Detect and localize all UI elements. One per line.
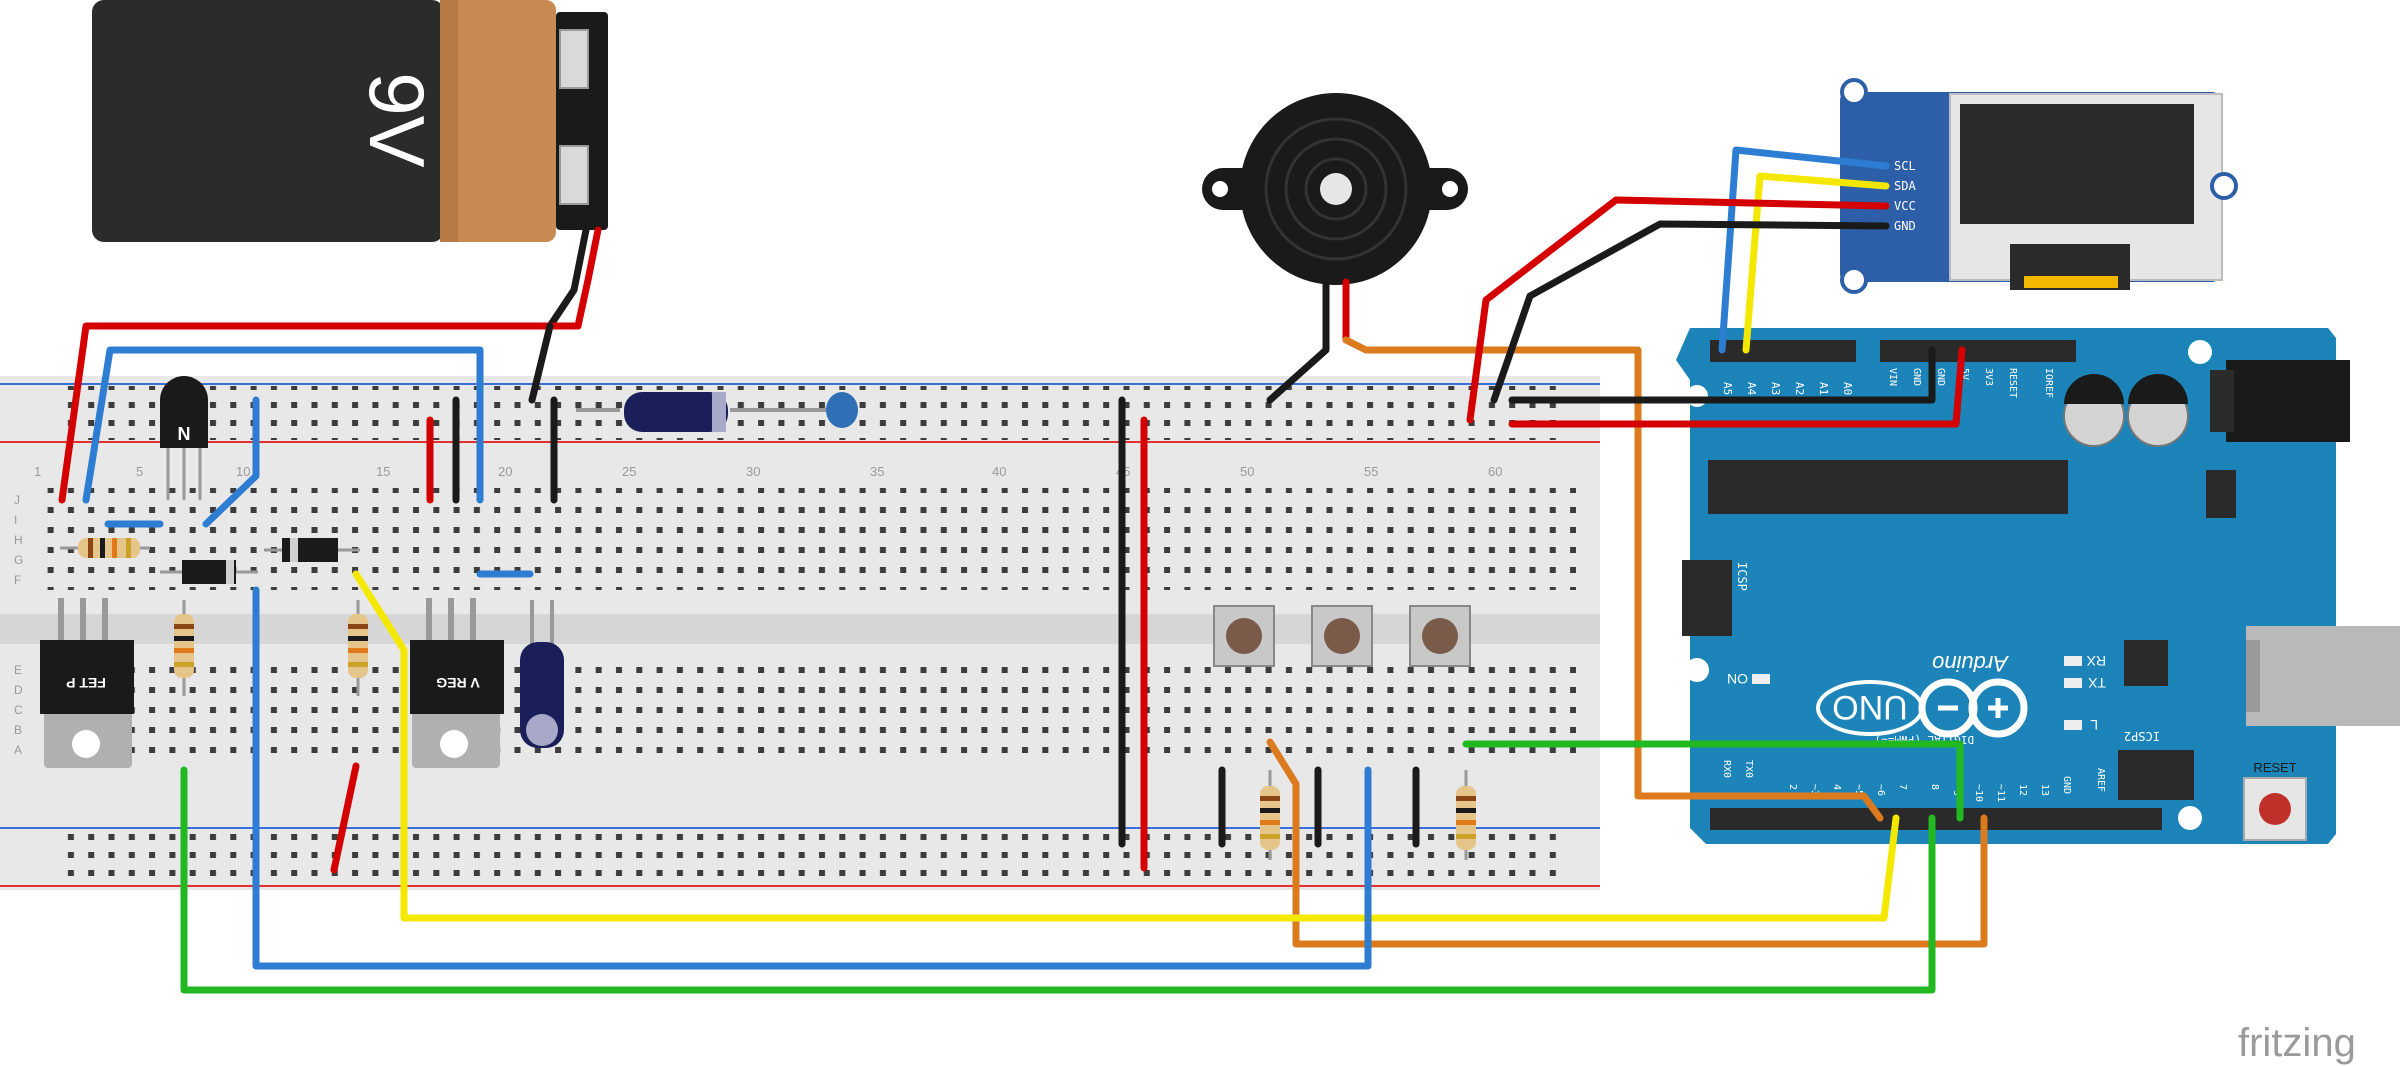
- fet-label: FET P: [66, 675, 106, 691]
- pin-label: ~5: [1853, 784, 1864, 796]
- l-label: L: [2090, 717, 2098, 733]
- pin-label: VIN: [1887, 368, 1898, 386]
- col-number: 40: [992, 464, 1006, 479]
- col-number: 30: [746, 464, 760, 479]
- pin-label: ~3: [1809, 784, 1820, 796]
- pin-label: AREF: [2095, 768, 2106, 792]
- row-letter: H: [14, 533, 23, 547]
- pin-label: 3V3: [1983, 368, 1994, 386]
- pin-label: A1: [1817, 382, 1830, 395]
- col-number: 50: [1240, 464, 1254, 479]
- brand-label: Arduino: [1932, 651, 2010, 676]
- col-number: 1: [34, 464, 41, 479]
- oled-pin-labels: SCL SDA VCC GND: [1894, 159, 1916, 233]
- row-letter: D: [14, 683, 23, 697]
- on-label: ON: [1727, 671, 1748, 687]
- pin-label: 5V: [1959, 368, 1970, 380]
- pin-label: TX0: [1743, 760, 1754, 778]
- pin-label: 2: [1787, 784, 1798, 790]
- model-label: UNO: [1832, 688, 1908, 726]
- battery-label: 9V: [353, 72, 441, 167]
- pin-label: SCL: [1894, 159, 1916, 173]
- push-button-1[interactable]: [1213, 605, 1275, 667]
- row-letter: J: [14, 493, 20, 507]
- row-letter: F: [14, 573, 21, 587]
- fet-p: FET P: [40, 598, 134, 768]
- pin-label: ~10: [1973, 784, 1984, 802]
- electrolytic-capacitor-small: [520, 600, 564, 748]
- col-number: 20: [498, 464, 512, 479]
- pin-label: A3: [1769, 382, 1782, 395]
- pin-label: A5: [1721, 382, 1734, 395]
- resistor-horizontal: [60, 538, 150, 558]
- resistor-vertical-3: [1260, 770, 1280, 860]
- wires: [58, 146, 1988, 994]
- digital-header-labels: RX0 TX0 2 ~3 4 ~5 ~6 7 8 ~9 ~10 ~11 12 1…: [1721, 760, 2106, 802]
- arduino-uno: A5 A4 A3 A2 A1 A0 VIN GND GND 5V 3V3 RES…: [1676, 328, 2400, 844]
- col-number: 60: [1488, 464, 1502, 479]
- pin-label: 4: [1831, 784, 1842, 790]
- pin-label: GND: [2061, 776, 2072, 794]
- ceramic-capacitor: [750, 392, 858, 428]
- reset-label: RESET: [2253, 760, 2296, 775]
- pin-label: 8: [1929, 784, 1940, 790]
- col-number: 15: [376, 464, 390, 479]
- resistor-vertical-4: [1456, 770, 1476, 860]
- diode-2: [264, 538, 360, 562]
- resistor-vertical-1: [174, 600, 194, 696]
- icsp2-label: ICSP2: [2124, 729, 2160, 743]
- vreg-label: V REG: [436, 675, 480, 691]
- oled-display: SCL SDA VCC GND: [1840, 78, 2238, 294]
- col-number: 25: [622, 464, 636, 479]
- icsp-label: ICSP: [1735, 562, 1749, 591]
- npn-transistor: N: [160, 376, 208, 500]
- pin-label: RESET: [2007, 368, 2018, 398]
- column-numbers: 1 5 10 15 20 25 30 35 40 45 50 55 60: [34, 464, 1502, 479]
- breadboard: 1 5 10 15 20 25 30 35 40 45 50 55 60 J I…: [0, 376, 1600, 890]
- row-letter: B: [14, 723, 22, 737]
- pin-label: 13: [2039, 784, 2050, 796]
- voltage-regulator: V REG: [410, 598, 504, 768]
- row-letter: C: [14, 703, 23, 717]
- col-number: 5: [136, 464, 143, 479]
- pin-label: 12: [2017, 784, 2028, 796]
- wire-red-power: [58, 322, 582, 504]
- row-letter: E: [14, 663, 22, 677]
- row-letters: J I H G F E D C B A: [14, 493, 23, 757]
- pin-label: GND: [1911, 368, 1922, 386]
- pin-label: A4: [1745, 382, 1758, 396]
- pin-label: SDA: [1894, 179, 1916, 193]
- row-letter: I: [14, 513, 17, 527]
- pin-label: ~6: [1875, 784, 1886, 796]
- arduino-logo: UNO Arduino: [1816, 651, 2028, 738]
- col-number: 10: [236, 464, 250, 479]
- col-number: 55: [1364, 464, 1378, 479]
- pin-label: ~11: [1995, 784, 2006, 802]
- pin-label: 7: [1897, 784, 1908, 790]
- pin-label: A0: [1841, 382, 1854, 395]
- col-number: 35: [870, 464, 884, 479]
- pin-label: RX0: [1721, 760, 1732, 778]
- resistor-vertical-2: [348, 600, 368, 696]
- row-letter: G: [14, 553, 23, 567]
- push-button-2[interactable]: [1311, 605, 1373, 667]
- fritzing-watermark: fritzing: [2238, 1021, 2356, 1065]
- power-header-labels: VIN GND GND 5V 3V3 RESET IOREF: [1887, 368, 2054, 398]
- buzzer: [1202, 93, 1468, 285]
- analog-header-labels: A5 A4 A3 A2 A1 A0: [1721, 382, 1854, 396]
- rx-label: RX: [2086, 653, 2106, 669]
- diode-1: [160, 560, 258, 584]
- transistor-label: N: [178, 424, 191, 444]
- pin-label: GND: [1935, 368, 1946, 386]
- row-letter: A: [14, 743, 22, 757]
- pin-label: VCC: [1894, 199, 1916, 213]
- pin-label: GND: [1894, 219, 1916, 233]
- battery-9v: 9V: [92, 0, 608, 242]
- pin-label: A2: [1793, 382, 1806, 395]
- tx-label: TX: [2087, 675, 2106, 691]
- push-button-3[interactable]: [1409, 605, 1471, 667]
- pin-label: IOREF: [2043, 368, 2054, 398]
